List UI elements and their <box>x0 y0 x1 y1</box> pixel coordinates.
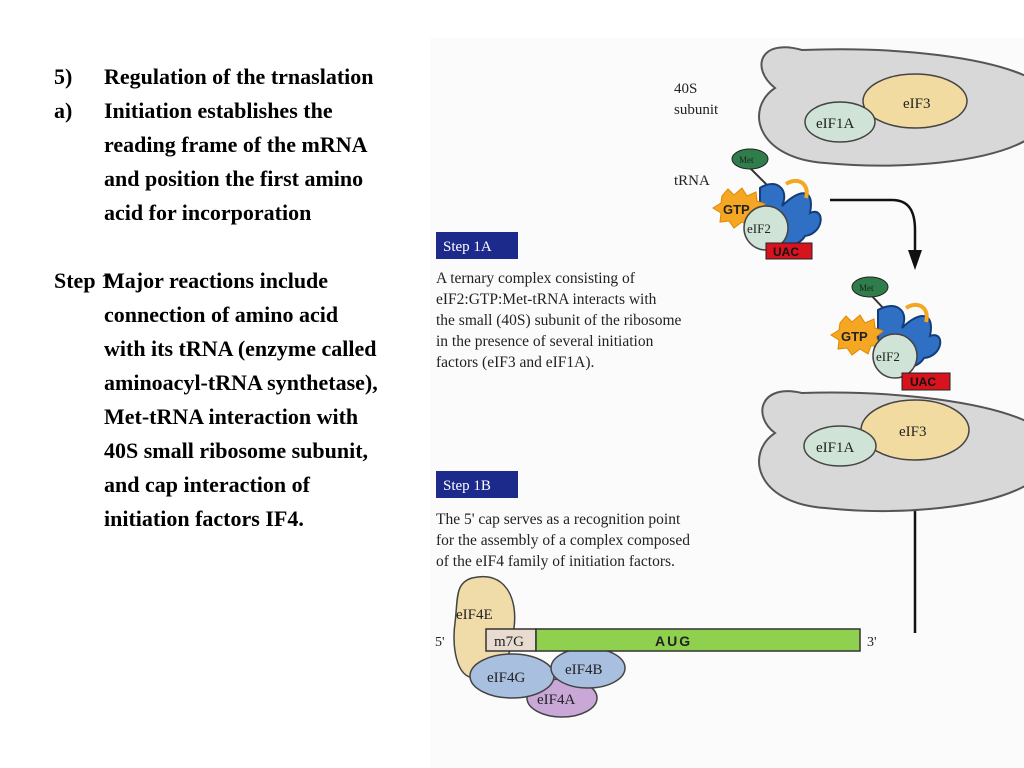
step1-text: Major reactions include connection of am… <box>104 268 378 531</box>
eif3-label-top: eIF3 <box>903 96 931 112</box>
step1a-box <box>436 232 518 259</box>
step1b-box <box>436 471 518 498</box>
aug-label: AUG <box>655 633 692 649</box>
heading-number: 5) <box>54 64 73 89</box>
arrow-head-1 <box>908 250 922 270</box>
five-prime-label: 5' <box>435 635 445 650</box>
eif2-label-top: eIF2 <box>747 221 771 236</box>
met-label-mid: Met <box>859 283 874 293</box>
spacer <box>54 230 384 264</box>
step1a-caption-line: eIF2:GTP:Met-tRNA interacts with <box>436 291 657 308</box>
met-stem-top <box>749 167 769 187</box>
eif1a-blob-mid <box>803 425 877 467</box>
initiation-figure: eIF3 eIF1A 40S subunit tRNA Met GTP eIF2… <box>430 38 1024 768</box>
step1a-caption: A ternary complex consisting of eIF2:GTP… <box>436 270 682 371</box>
gtp-label-mid: GTP <box>841 329 868 344</box>
label-trna: tRNA <box>674 173 710 189</box>
uac-box-top <box>765 242 813 260</box>
uac-box-mid <box>901 372 951 391</box>
eif3-label-mid: eIF3 <box>899 424 927 440</box>
step1a-label: Step 1A <box>443 239 492 255</box>
item-a-marker: a) <box>54 98 73 123</box>
eif1a-label-mid: eIF1A <box>816 440 854 456</box>
step1b-caption-line: The 5' cap serves as a recognition point <box>436 511 681 528</box>
item-a: a) Initiation establishes the reading fr… <box>54 94 384 230</box>
step1a-caption-line: A ternary complex consisting of <box>436 270 636 287</box>
cap-label: m7G <box>494 634 524 650</box>
eif4e-label: eIF4E <box>456 607 493 623</box>
mrna-bar <box>535 628 861 652</box>
step1-item: Step 1 Major reactions include connectio… <box>54 264 384 536</box>
heading-item: 5) Regulation of the trnaslation <box>54 60 384 94</box>
eif1a-label-top: eIF1A <box>816 116 854 132</box>
slide-text: 5) Regulation of the trnaslation a) Init… <box>54 60 384 536</box>
step1a-caption-line: in the presence of several initiation <box>436 333 654 350</box>
eif2-blob-mid <box>872 333 918 379</box>
eif1a-blob-top <box>804 101 876 143</box>
eif4a-label: eIF4A <box>537 692 575 708</box>
step1-lead: Step 1 <box>54 268 113 293</box>
met-oval-top <box>731 148 769 170</box>
met-oval-mid <box>851 276 889 298</box>
eif4b-label: eIF4B <box>565 662 603 678</box>
gtp-label-top: GTP <box>723 202 750 217</box>
step1b-caption-line: of the eIF4 family of initiation factors… <box>436 553 675 570</box>
eif3-blob-top <box>862 73 968 129</box>
trna-orange-mid <box>904 302 929 323</box>
eif2-label-mid: eIF2 <box>876 349 900 364</box>
step1b-label: Step 1B <box>443 478 491 494</box>
arrow-line-1 <box>830 198 917 263</box>
step1b-caption: The 5' cap serves as a recognition point… <box>436 511 690 570</box>
step1a-caption-line: factors (eIF3 and eIF1A). <box>436 354 594 371</box>
item-a-text: Initiation establishes the reading frame… <box>104 98 367 225</box>
label-40s: 40S <box>674 81 697 97</box>
uac-label-top: UAC <box>773 245 799 259</box>
met-label-top: Met <box>739 155 754 165</box>
figure-svg: eIF3 eIF1A 40S subunit tRNA Met GTP eIF2… <box>435 46 1024 718</box>
three-prime-label: 3' <box>867 635 877 650</box>
trna-orange-top <box>784 178 809 199</box>
uac-label-mid: UAC <box>910 375 936 389</box>
step1a-caption-line: the small (40S) subunit of the ribosome <box>436 312 682 329</box>
step1b-caption-line: for the assembly of a complex composed <box>436 532 690 549</box>
label-subunit: subunit <box>674 102 719 118</box>
eif4g-label: eIF4G <box>487 670 525 686</box>
heading-text: Regulation of the trnaslation <box>104 64 374 89</box>
